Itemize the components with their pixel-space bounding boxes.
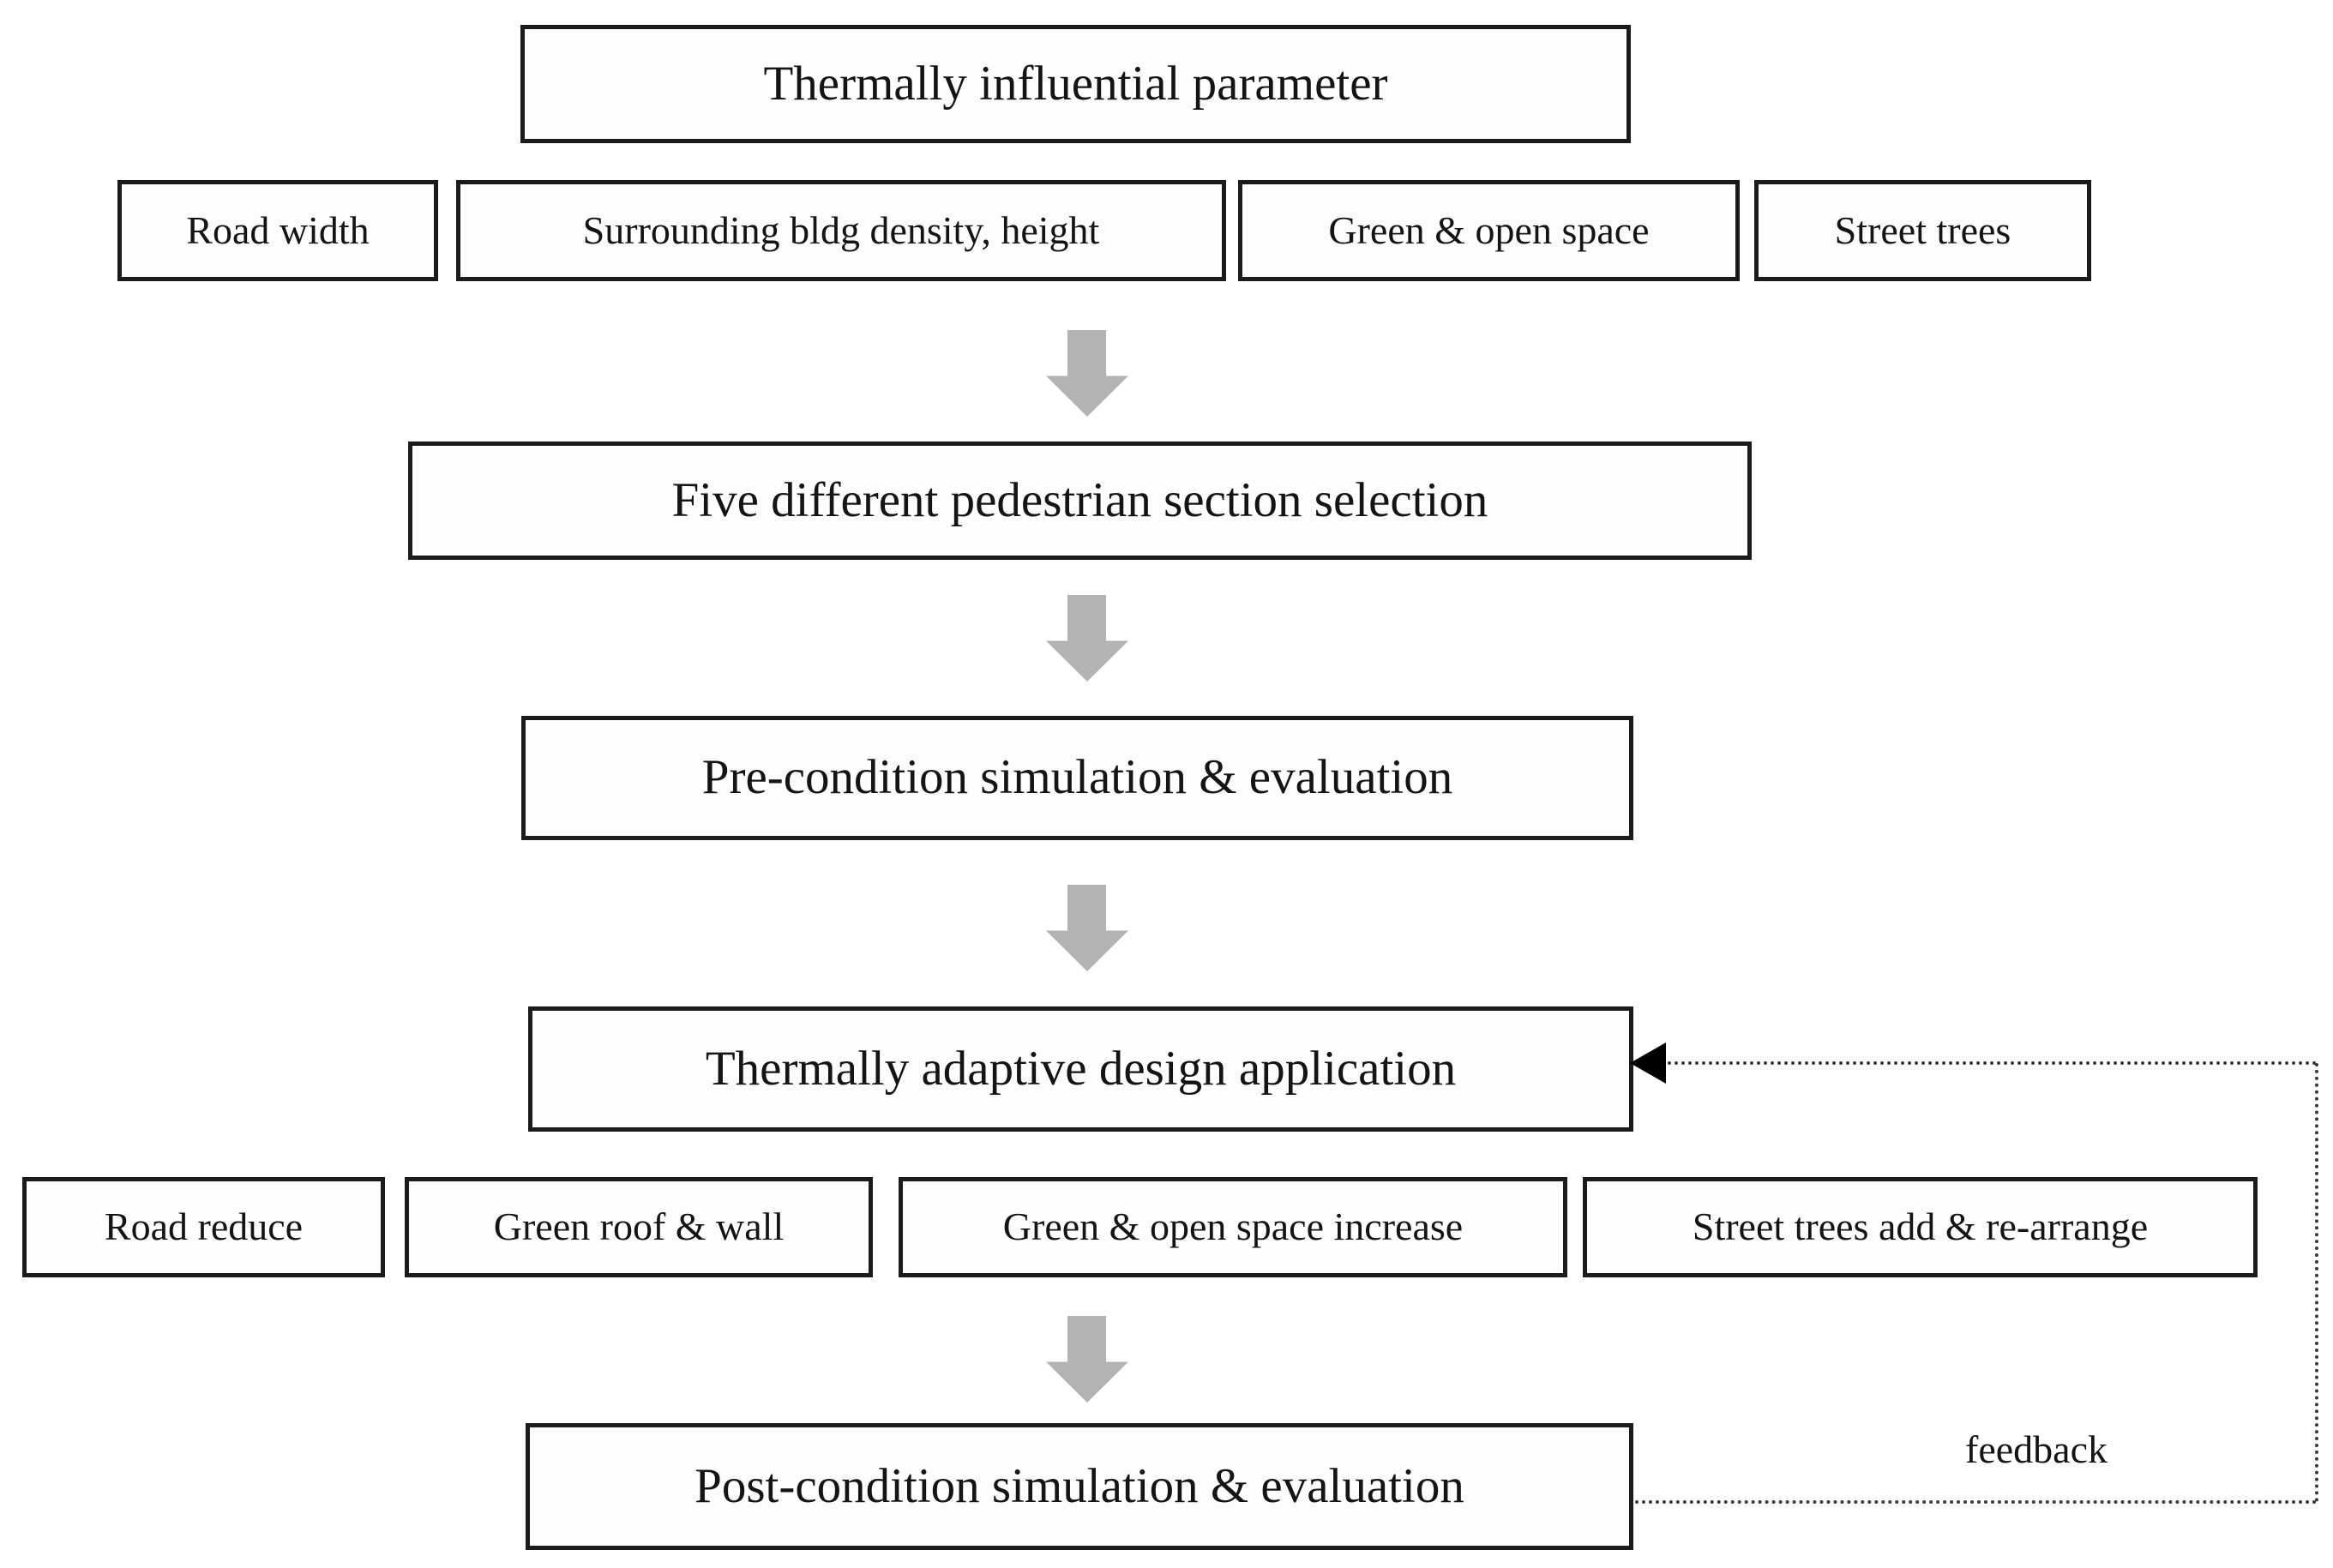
box-label: Green & open space increase bbox=[1002, 1205, 1464, 1249]
box-pre-condition-simulation: Pre-condition simulation & evaluation bbox=[521, 716, 1633, 840]
box-label: Road width bbox=[186, 207, 370, 252]
box-label: Street trees bbox=[1834, 207, 2011, 252]
feedback-line-top bbox=[1668, 1061, 2317, 1065]
box-street-trees-add-rearrange: Street trees add & re-arrange bbox=[1583, 1177, 2258, 1277]
box-pedestrian-section-selection: Five different pedestrian section select… bbox=[408, 442, 1752, 560]
box-green-open-space-increase: Green & open space increase bbox=[899, 1177, 1567, 1277]
box-green-open-space: Green & open space bbox=[1238, 180, 1740, 281]
feedback-label: feedback bbox=[1852, 1415, 2221, 1483]
feedback-line-right bbox=[2315, 1063, 2318, 1502]
feedback-arrowhead-icon bbox=[1630, 1042, 1666, 1084]
box-label: Road reduce bbox=[104, 1205, 304, 1249]
box-label: Thermally adaptive design application bbox=[705, 1041, 1457, 1096]
down-arrow-icon bbox=[1046, 595, 1128, 682]
box-label: Street trees add & re-arrange bbox=[1692, 1205, 2149, 1249]
feedback-line-bottom bbox=[1635, 1500, 2317, 1504]
box-road-width: Road width bbox=[117, 180, 438, 281]
box-surrounding-bldg-density-height: Surrounding bldg density, height bbox=[456, 180, 1226, 281]
box-green-roof-wall: Green roof & wall bbox=[405, 1177, 873, 1277]
box-label: Five different pedestrian section select… bbox=[671, 472, 1488, 527]
box-street-trees: Street trees bbox=[1754, 180, 2091, 281]
box-label: Thermally influential parameter bbox=[763, 56, 1388, 111]
down-arrow-icon bbox=[1046, 885, 1128, 971]
box-thermally-influential-parameter: Thermally influential parameter bbox=[520, 25, 1631, 143]
down-arrow-icon bbox=[1046, 1316, 1128, 1403]
down-arrow-icon bbox=[1046, 330, 1128, 417]
box-post-condition-simulation: Post-condition simulation & evaluation bbox=[526, 1423, 1633, 1550]
feedback-text: feedback bbox=[1965, 1427, 2108, 1471]
box-label: Pre-condition simulation & evaluation bbox=[701, 750, 1453, 805]
box-label: Green roof & wall bbox=[493, 1205, 785, 1249]
box-label: Surrounding bldg density, height bbox=[582, 207, 1100, 252]
box-label: Post-condition simulation & evaluation bbox=[694, 1458, 1464, 1513]
box-label: Green & open space bbox=[1328, 207, 1650, 252]
box-thermally-adaptive-design-application: Thermally adaptive design application bbox=[528, 1006, 1633, 1132]
box-road-reduce: Road reduce bbox=[22, 1177, 385, 1277]
